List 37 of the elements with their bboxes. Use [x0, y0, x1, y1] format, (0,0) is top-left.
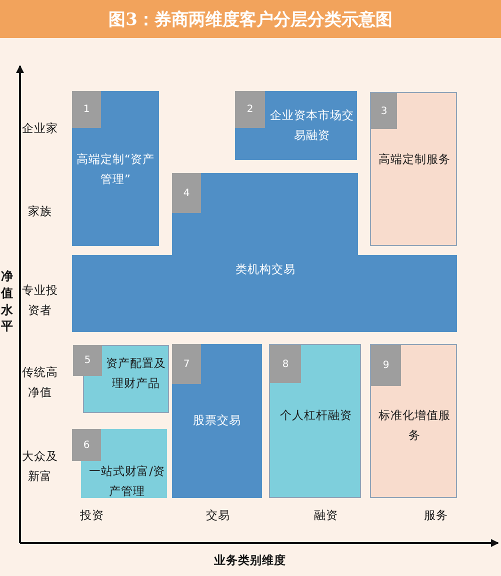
- tier-label: 企业家: [21, 120, 59, 137]
- block-label: 标准化增值服务: [378, 407, 452, 444]
- category-block: [370, 344, 457, 498]
- axis-title: 业务类别维度: [213, 552, 287, 569]
- number-badge: 4: [172, 173, 201, 213]
- number-badge: 2: [235, 91, 265, 128]
- number-badge: 5: [73, 345, 102, 376]
- tier-label: 大众及新富: [21, 448, 59, 485]
- tier-label: 专业投资者: [21, 282, 59, 319]
- category-label: 服务: [423, 507, 449, 524]
- number-badge: 3: [371, 93, 397, 129]
- block-label: 高端定制服务: [378, 151, 452, 168]
- category-block: [269, 344, 361, 498]
- block-label: 类机构交易: [234, 261, 296, 278]
- tier-label: 传统高净值: [21, 364, 59, 401]
- category-label: 投资: [79, 507, 105, 524]
- block-label: 高端定制“资产管理”: [76, 151, 156, 188]
- category-label: 交易: [205, 507, 231, 524]
- category-block: [72, 91, 159, 246]
- tier-label: 家族: [27, 203, 53, 220]
- category-block: [370, 92, 457, 246]
- number-badge: 1: [72, 91, 101, 128]
- number-badge: 8: [270, 345, 301, 383]
- number-badge: 9: [371, 345, 401, 386]
- number-badge: 7: [172, 344, 201, 384]
- block-label: 资产配置及理财产品: [105, 355, 167, 392]
- block-label: 个人杠杆融资: [279, 407, 353, 424]
- axis-title: 净值水平: [1, 268, 13, 336]
- category-block: [235, 91, 357, 160]
- block-label: 一站式财富/资产管理: [88, 463, 166, 500]
- title-bar: 图3：券商两维度客户分层分类示意图: [0, 0, 501, 38]
- category-block: [72, 173, 457, 332]
- block-label: 企业资本市场交易融资: [269, 107, 355, 144]
- category-block: [172, 344, 262, 498]
- category-label: 融资: [313, 507, 339, 524]
- number-badge: 6: [72, 429, 101, 461]
- block-label: 股票交易: [192, 412, 242, 429]
